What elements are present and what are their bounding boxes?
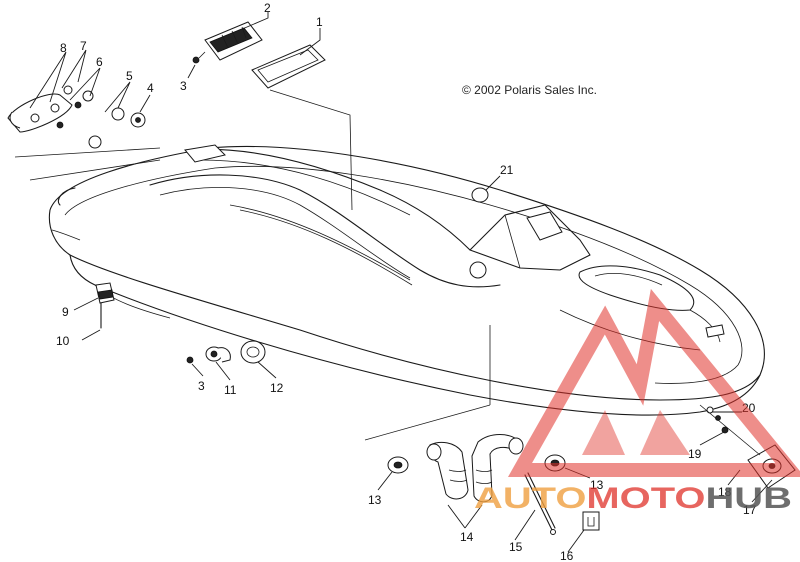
parts-4-8-rear-hardware xyxy=(7,85,146,149)
leader-lines xyxy=(29,12,773,553)
callout-6: 6 xyxy=(96,55,103,69)
callout-18: 18 xyxy=(718,485,732,499)
part-2-vent-cover xyxy=(204,21,263,61)
callout-3-top: 3 xyxy=(180,79,187,93)
part-1-gasket xyxy=(251,44,326,89)
callout-8: 8 xyxy=(60,41,67,55)
callout-4: 4 xyxy=(147,81,154,95)
part-3-screw-lower xyxy=(186,356,194,364)
callout-19: 19 xyxy=(688,447,702,461)
callout-14: 14 xyxy=(460,530,474,544)
callout-15: 15 xyxy=(509,540,523,554)
callout-13-left: 13 xyxy=(368,493,382,507)
watermark-logo xyxy=(507,288,800,477)
part-12-seal-ring xyxy=(240,340,266,364)
callout-1: 1 xyxy=(316,15,323,29)
part-15-pin xyxy=(524,472,556,535)
callout-2: 2 xyxy=(264,1,271,15)
part-11-fitting xyxy=(205,346,231,363)
callout-3-lower: 3 xyxy=(198,379,205,393)
part-13-clamp-left xyxy=(387,456,409,474)
part-14-elbow-hoses xyxy=(426,434,524,503)
callout-7: 7 xyxy=(80,39,87,53)
copyright-notice: © 2002 Polaris Sales Inc. xyxy=(462,83,597,97)
callout-12: 12 xyxy=(270,381,284,395)
part-9-drain-plug xyxy=(95,282,115,304)
alignment-lines xyxy=(14,89,491,441)
watercraft-hull xyxy=(48,144,765,416)
callout-11: 11 xyxy=(224,383,237,397)
part-21-cap xyxy=(471,187,489,203)
callout-13-right: 13 xyxy=(590,478,604,492)
callout-9: 9 xyxy=(62,305,69,319)
callout-5: 5 xyxy=(126,69,133,83)
callout-17: 17 xyxy=(743,503,757,517)
part-16-decal xyxy=(582,511,600,531)
callout-21: 21 xyxy=(500,163,514,177)
callout-labels: 1 2 3 4 5 6 7 8 9 10 3 11 12 13 13 14 15… xyxy=(56,1,757,562)
callout-10: 10 xyxy=(56,334,70,348)
part-3-screw-top xyxy=(192,51,206,64)
callout-16: 16 xyxy=(560,549,574,562)
